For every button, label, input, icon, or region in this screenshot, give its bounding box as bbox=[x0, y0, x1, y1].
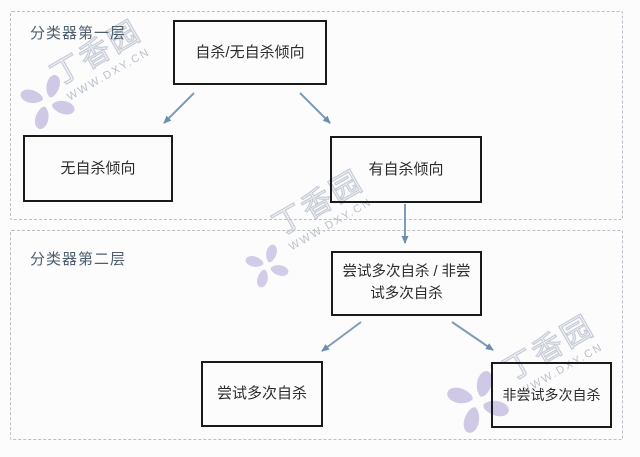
flow-node-root: 自杀/无自杀倾向 bbox=[173, 20, 327, 85]
flow-node-non-multi-attempt: 非尝试多次自杀 bbox=[491, 362, 612, 428]
classifier-layer2-section bbox=[10, 230, 623, 440]
flow-node-root-label: 自杀/无自杀倾向 bbox=[195, 43, 305, 61]
flow-node-non-multi-attempt-label: 非尝试多次自杀 bbox=[502, 386, 601, 403]
flow-node-has-tendency-label: 有自杀倾向 bbox=[368, 160, 444, 178]
flow-node-no-tendency: 无自杀倾向 bbox=[23, 135, 173, 202]
flow-node-multi-attempt: 尝试多次自杀 bbox=[201, 361, 323, 427]
classifier-layer1-label: 分类器第一层 bbox=[30, 25, 127, 42]
flow-node-no-tendency-label: 无自杀倾向 bbox=[60, 159, 136, 177]
flow-node-has-tendency: 有自杀倾向 bbox=[330, 136, 482, 203]
flow-node-multi-split: 尝试多次自杀 / 非尝试多次自杀 bbox=[331, 251, 482, 316]
flow-node-multi-split-label: 尝试多次自杀 / 非尝试多次自杀 bbox=[342, 264, 471, 302]
classifier-layer2-label: 分类器第二层 bbox=[30, 251, 127, 268]
classifier-layer1-section bbox=[10, 11, 623, 220]
flow-node-multi-attempt-label: 尝试多次自杀 bbox=[216, 385, 307, 403]
